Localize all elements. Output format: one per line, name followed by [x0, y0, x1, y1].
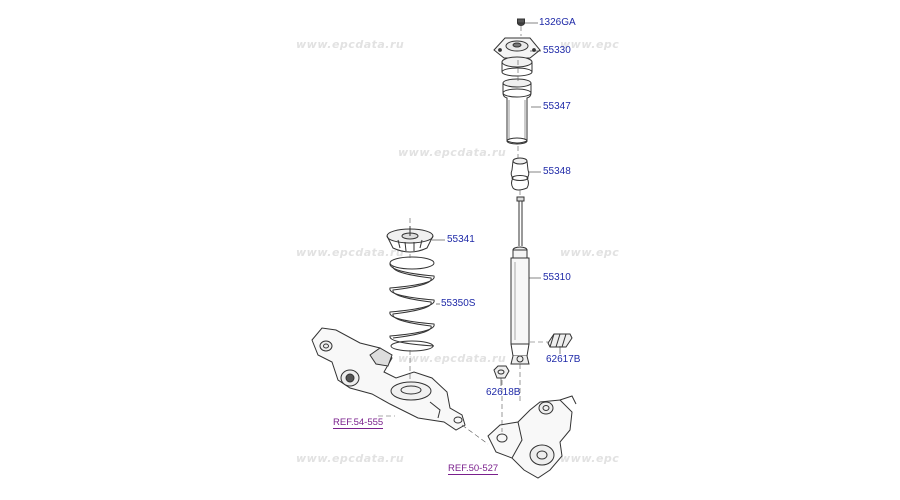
part-number-bolt[interactable]: 62617B: [546, 354, 581, 365]
coil-spring-drawing[interactable]: [389, 256, 435, 352]
reference-lower-arm[interactable]: REF.54-555: [333, 417, 384, 429]
part-number-dust-cover[interactable]: 55347: [543, 101, 571, 112]
strut-mount-drawing[interactable]: [493, 37, 541, 77]
lower-arm-drawing[interactable]: [311, 327, 466, 431]
watermark: www.epcdata.ru: [296, 452, 405, 465]
watermark: www.epcdata.ru: [296, 246, 405, 259]
watermark: www.epcdata.ru: [296, 38, 405, 51]
watermark: www.epc: [560, 452, 620, 465]
part-number-coil-spring[interactable]: 55350S: [441, 298, 476, 309]
part-number-top-nut[interactable]: 1326GA: [539, 17, 576, 28]
bump-stopper-drawing[interactable]: [510, 157, 530, 191]
dust-cover-drawing[interactable]: [502, 78, 532, 145]
watermark: www.epc: [560, 246, 620, 259]
watermark: www.epcdata.ru: [398, 146, 507, 159]
watermark: www.epc: [560, 38, 620, 51]
part-number-nut[interactable]: 62618B: [486, 387, 521, 398]
knuckle-drawing[interactable]: [487, 395, 577, 479]
watermark: www.epcdata.ru: [398, 352, 507, 365]
reference-knuckle[interactable]: REF.50-527: [448, 463, 499, 475]
shock-absorber-drawing[interactable]: [510, 196, 530, 365]
spring-pad-drawing[interactable]: [386, 226, 434, 253]
part-number-spring-pad[interactable]: 55341: [447, 234, 475, 245]
top-nut-drawing[interactable]: [517, 18, 525, 26]
part-number-shock-absorber[interactable]: 55310: [543, 272, 571, 283]
part-number-strut-mount[interactable]: 55330: [543, 45, 571, 56]
bolt-drawing[interactable]: [547, 333, 573, 348]
part-number-bump-stopper[interactable]: 55348: [543, 166, 571, 177]
nut-drawing[interactable]: [493, 365, 510, 379]
